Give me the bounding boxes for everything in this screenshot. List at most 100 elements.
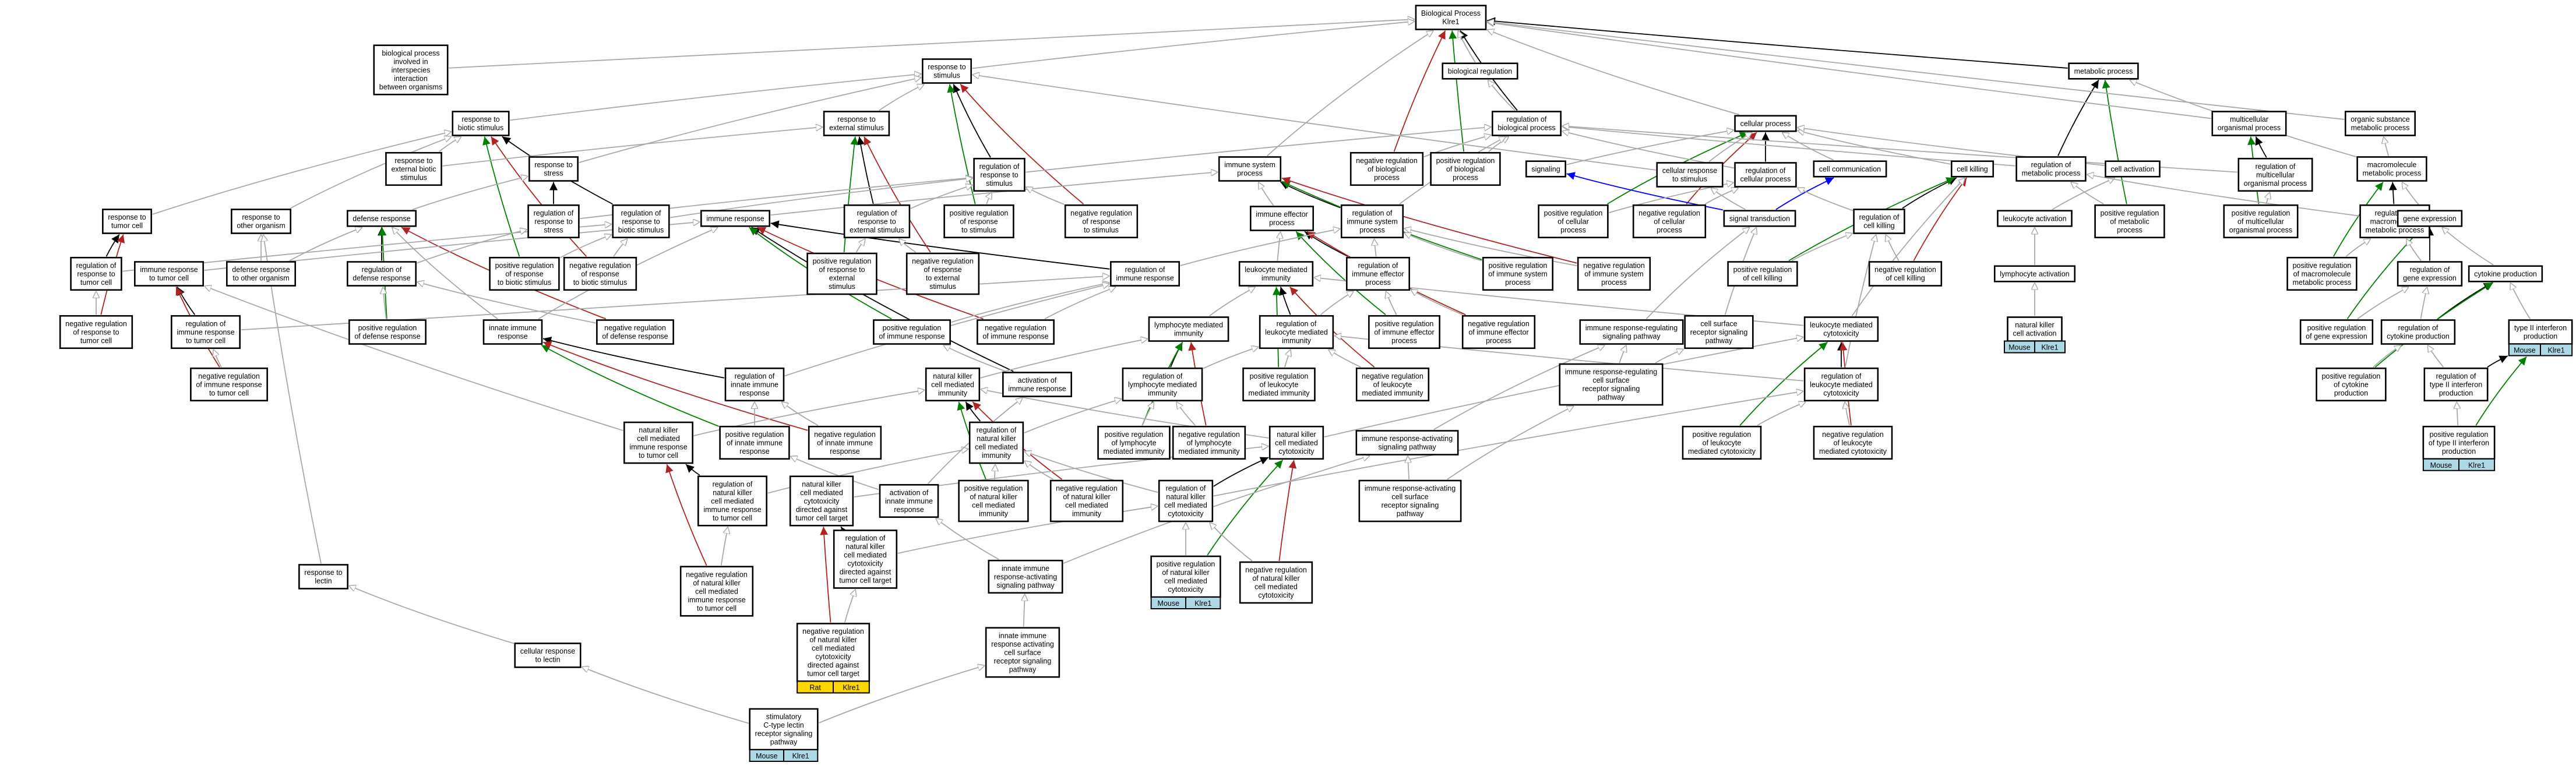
go-term-node-leukact[interactable]: leukocyte activation: [1997, 210, 2073, 227]
go-term-node-mp[interactable]: metabolic process: [2068, 62, 2139, 80]
go-term-node-cellcomm[interactable]: cell communication: [1813, 160, 1887, 178]
go-term-node-geneexp[interactable]: gene expression: [2397, 210, 2463, 227]
go-term-node-signaling[interactable]: signaling: [1525, 160, 1566, 178]
go-term-node-breg[interactable]: biological regulation: [1442, 62, 1518, 80]
go-term-node-cp[interactable]: cellular process: [1734, 115, 1797, 132]
go-term-node-lymact[interactable]: lymphocyte activation: [1993, 265, 2076, 283]
go-term-node-cytprod[interactable]: cytokine production: [2468, 265, 2543, 283]
go-term-node-cellkill[interactable]: cell killing: [1950, 160, 1994, 178]
go-term-node-sigtrans[interactable]: signal transduction: [1723, 210, 1796, 227]
go-term-node-iirasp[interactable]: innate immuneresponse-activatingsignalin…: [988, 559, 1063, 594]
